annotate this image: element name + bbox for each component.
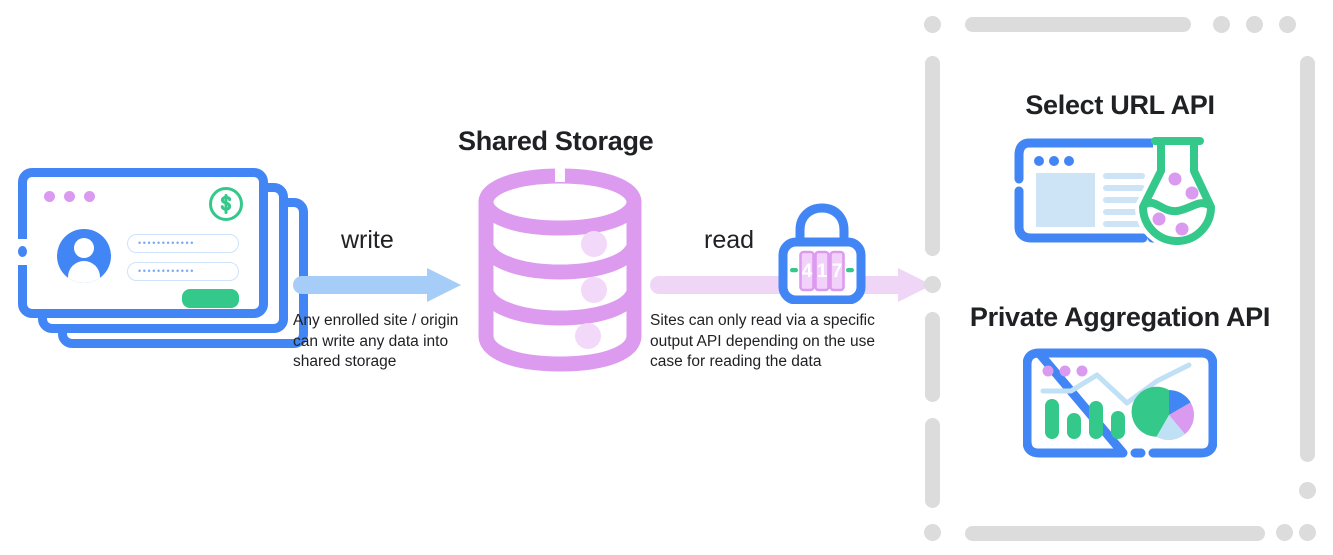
output-api-select-url[interactable]: Select URL API — [950, 90, 1290, 250]
read-caption: Sites can only read via a specific outpu… — [650, 312, 875, 371]
shared-storage-title: Shared Storage — [458, 126, 654, 156]
panel-border-dot — [1299, 524, 1316, 541]
panel-border-bar — [925, 418, 940, 508]
password-field-1[interactable]: •••••••••••• — [127, 234, 239, 253]
panel-border-dot — [924, 16, 941, 33]
panel-border-dot — [1213, 16, 1230, 33]
panel-border-bar — [965, 526, 1265, 541]
window-edge-dot — [18, 246, 27, 257]
dollar-coin-icon — [209, 187, 243, 221]
output-apis-panel: Select URL API — [920, 12, 1320, 542]
site-window-front: •••••••••••• •••••••••••• — [18, 168, 268, 318]
user-avatar-icon — [57, 229, 111, 283]
password-field-2[interactable]: •••••••••••• — [127, 262, 239, 281]
traffic-light-dots — [44, 191, 95, 202]
panel-border-bar — [965, 17, 1191, 32]
panel-border-dot — [1279, 16, 1296, 33]
combination-padlock-icon: 4 1 7 — [775, 200, 869, 309]
browser-with-flask-icon — [1011, 133, 1229, 250]
panel-border-dot — [1246, 16, 1263, 33]
svg-text:7: 7 — [832, 261, 843, 282]
read-label: read — [704, 226, 755, 254]
panel-border-dot — [924, 276, 941, 293]
submit-button[interactable] — [182, 289, 239, 308]
svg-text:1: 1 — [817, 261, 828, 282]
svg-text:4: 4 — [802, 261, 813, 282]
panel-border-bar — [925, 56, 940, 256]
write-arrow-icon — [293, 268, 461, 302]
database-cylinder-icon — [472, 166, 648, 381]
panel-border-bar — [1300, 56, 1315, 462]
panel-border-dot — [1299, 482, 1316, 499]
write-caption: Any enrolled site / origin can write any… — [293, 312, 459, 371]
stacked-site-windows: •••••••••••• •••••••••••• — [18, 168, 318, 363]
output-api-private-aggregation[interactable]: Private Aggregation API — [932, 302, 1308, 468]
write-label: write — [341, 226, 394, 254]
panel-border-dot — [1276, 524, 1293, 541]
panel-border-bar — [925, 312, 940, 402]
panel-border-dot — [924, 524, 941, 541]
select-url-api-title: Select URL API — [1025, 90, 1215, 120]
private-aggregation-api-title: Private Aggregation API — [969, 302, 1271, 332]
browser-with-charts-icon — [1022, 347, 1218, 468]
